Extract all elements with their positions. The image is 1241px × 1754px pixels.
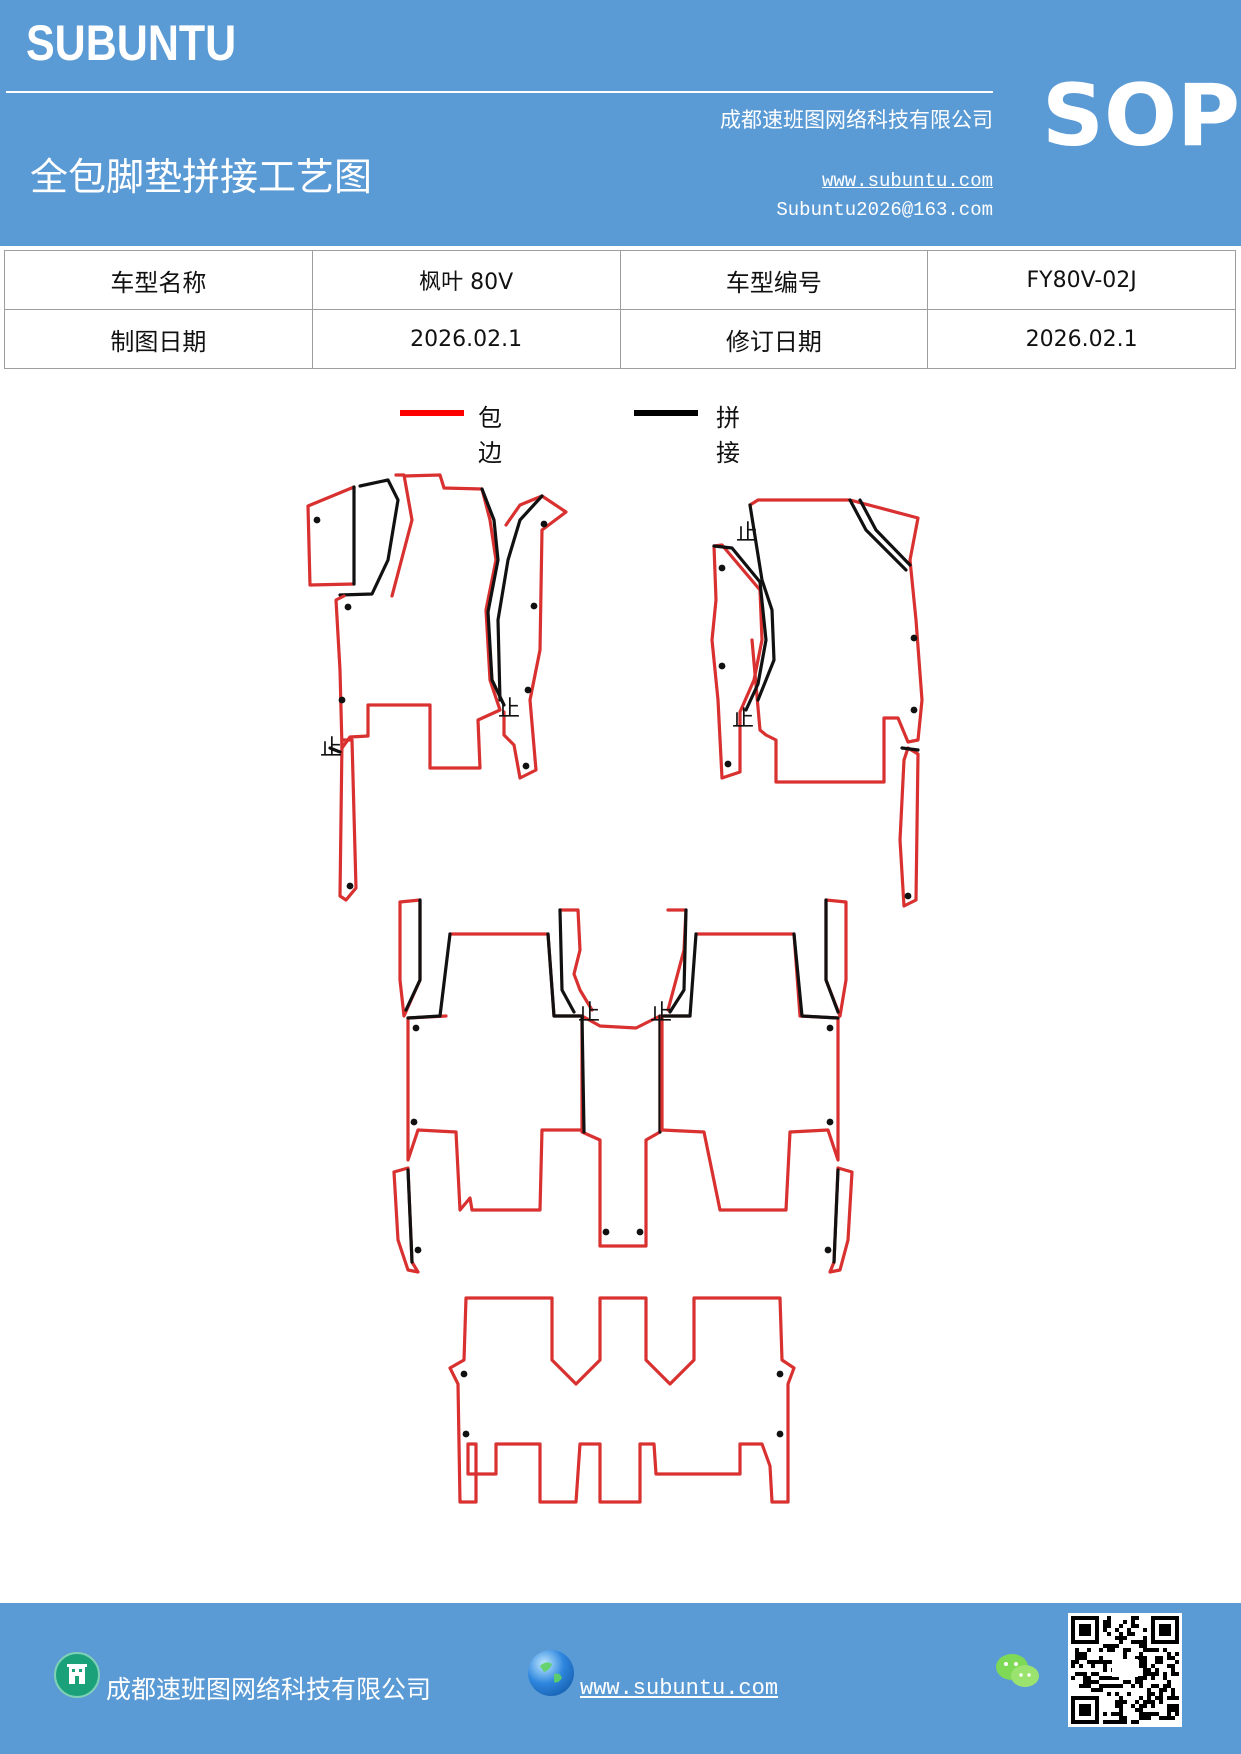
- mounting-point: [540, 520, 548, 528]
- mounting-point: [524, 686, 532, 694]
- mounting-point: [338, 696, 346, 704]
- mounting-point: [412, 1024, 420, 1032]
- front-right-mat: [710, 498, 924, 908]
- stop-marker: 止: [732, 707, 754, 732]
- model-code-label: 车型编号: [619, 250, 929, 310]
- stop-marker: 止: [736, 521, 758, 546]
- mounting-point: [776, 1370, 784, 1378]
- mounting-point: [904, 892, 912, 900]
- model-name-value: 枫叶 80V: [311, 250, 621, 310]
- stop-marker: 止: [578, 1001, 600, 1026]
- info-table: 车型名称 枫叶 80V 车型编号 FY80V-02J 制图日期 2026.02.…: [4, 250, 1236, 369]
- legend-edge-swatch: [400, 410, 464, 416]
- footer-website-link[interactable]: www.subuntu.com: [580, 1676, 779, 1701]
- mounting-point: [636, 1228, 644, 1236]
- footer-company-name: 成都速班图网络科技有限公司: [106, 1675, 432, 1704]
- stop-marker: 止: [320, 736, 342, 761]
- mounting-point: [522, 762, 530, 770]
- mounting-point: [824, 1246, 832, 1254]
- header-divider: [6, 91, 993, 93]
- table-row: 制图日期 2026.02.1 修订日期 2026.02.1: [4, 309, 1236, 369]
- mounting-point: [718, 564, 726, 572]
- wechat-icon[interactable]: [994, 1650, 1042, 1696]
- table-row: 车型名称 枫叶 80V 车型编号 FY80V-02J: [4, 250, 1236, 310]
- mounting-point: [910, 706, 918, 714]
- building-icon: [54, 1652, 100, 1698]
- header-email[interactable]: Subuntu2026@163.com: [776, 199, 993, 221]
- floor-mat-diagram: 止 止 止 止 止 止: [306, 473, 924, 1504]
- header-banner: SUBUNTU 成都速班图网络科技有限公司 全包脚垫拼接工艺图 www.subu…: [0, 0, 1241, 246]
- front-left-mat: [306, 473, 568, 902]
- stop-marker: 止: [650, 1001, 672, 1026]
- middle-row-mats: [392, 898, 854, 1274]
- mounting-point: [530, 602, 538, 610]
- mounting-point: [346, 882, 354, 890]
- draw-date-label: 制图日期: [4, 309, 313, 369]
- mounting-point: [414, 1246, 422, 1254]
- sop-badge: SOP: [1042, 66, 1241, 166]
- mounting-point: [826, 1118, 834, 1126]
- stop-markers: 止 止 止 止 止 止: [320, 521, 758, 1026]
- mounting-points: [313, 516, 918, 1438]
- mounting-point: [313, 516, 321, 524]
- revision-date-value: 2026.02.1: [927, 309, 1236, 369]
- model-code-value: FY80V-02J: [927, 250, 1236, 310]
- draw-date-value: 2026.02.1: [311, 309, 621, 369]
- qr-code: [1068, 1613, 1182, 1727]
- mounting-point: [344, 603, 352, 611]
- legend-edge-label: 包边: [478, 404, 502, 467]
- mounting-point: [718, 662, 726, 670]
- mounting-point: [776, 1430, 784, 1438]
- header-company-name: 成都速班图网络科技有限公司: [720, 108, 993, 132]
- mounting-point: [462, 1430, 470, 1438]
- mounting-point: [826, 1024, 834, 1032]
- model-name-label: 车型名称: [4, 250, 313, 310]
- header-website-link[interactable]: www.subuntu.com: [821, 170, 993, 192]
- third-row-mat: [448, 1296, 796, 1504]
- brand-logo: SUBUNTU: [26, 15, 237, 71]
- legend-seam-swatch: [634, 410, 698, 416]
- mounting-point: [910, 634, 918, 642]
- legend-seam-label: 拼接: [716, 404, 740, 467]
- mounting-point: [724, 760, 732, 768]
- page-title: 全包脚垫拼接工艺图: [30, 155, 373, 199]
- mounting-point: [460, 1370, 468, 1378]
- globe-icon: [528, 1650, 574, 1696]
- revision-date-label: 修订日期: [619, 309, 929, 369]
- mounting-point: [602, 1228, 610, 1236]
- mounting-point: [410, 1118, 418, 1126]
- stop-marker: 止: [498, 697, 520, 722]
